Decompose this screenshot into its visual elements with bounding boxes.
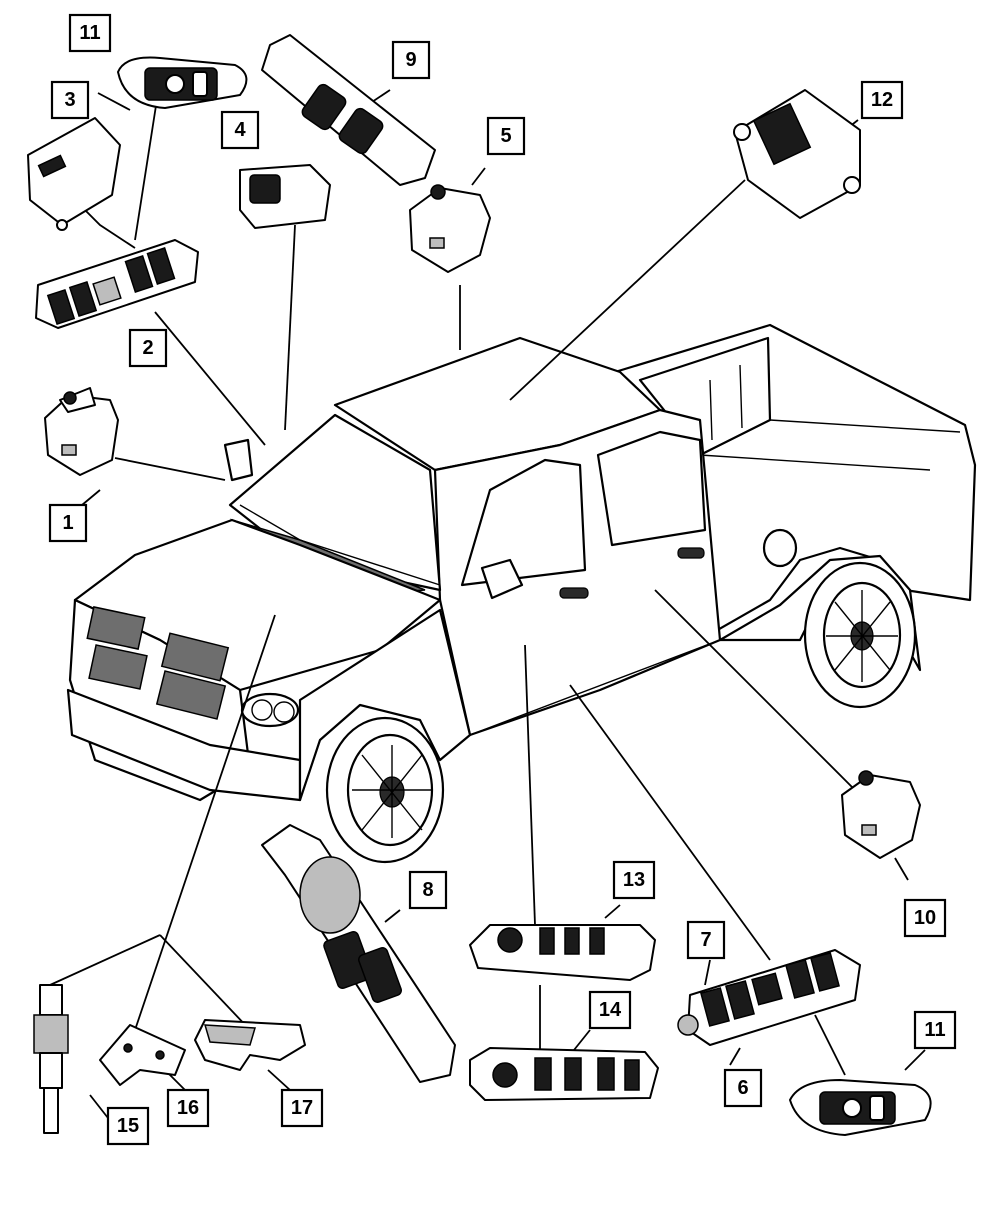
callout-11-bottom: 11	[913, 1010, 957, 1050]
callout-7: 7	[686, 920, 726, 960]
callout-9: 9	[391, 40, 431, 80]
callout-13: 13	[612, 860, 656, 900]
part-11-bottom-bezel	[789, 1079, 932, 1136]
callout-5-label: 5	[500, 125, 511, 147]
part-10-mirror-switch	[841, 770, 921, 859]
callout-17-label: 17	[291, 1097, 313, 1119]
callout-11-top-label: 11	[79, 22, 100, 44]
callout-1: 1	[48, 503, 88, 543]
part-8-door-bezel	[261, 824, 456, 1083]
part-1-mirror-switch	[44, 387, 119, 476]
part-2-master-window-switch	[35, 239, 199, 329]
part-5-mirror-switch	[409, 184, 491, 273]
callout-10-label: 10	[914, 907, 936, 929]
part-15-plunger-switch	[33, 984, 69, 1134]
callout-1-label: 1	[62, 512, 73, 534]
part-13-switch-panel	[469, 924, 656, 981]
callout-14: 14	[588, 990, 632, 1030]
callout-10: 10	[903, 898, 947, 938]
part-4-switch-module	[239, 164, 331, 229]
callout-2: 2	[128, 328, 168, 368]
callout-11-bottom-label: 11	[924, 1019, 945, 1041]
callout-2-label: 2	[142, 337, 153, 359]
callout-3: 3	[50, 80, 90, 120]
callout-16: 16	[166, 1088, 210, 1128]
callout-15-label: 15	[117, 1115, 139, 1137]
callout-12-label: 12	[871, 89, 893, 111]
pickup-truck	[66, 323, 977, 864]
callout-15: 15	[106, 1106, 150, 1146]
part-14-switch-panel	[469, 1047, 659, 1101]
callout-17: 17	[280, 1088, 324, 1128]
callout-4: 4	[220, 110, 260, 150]
part-6-7-master-switch	[677, 949, 861, 1046]
callout-8-label: 8	[422, 879, 433, 901]
callout-13-label: 13	[623, 869, 645, 891]
callout-9-label: 9	[405, 49, 416, 71]
part-9-switch-bezel	[261, 34, 436, 186]
callout-6: 6	[723, 1068, 763, 1108]
part-11-top-bezel	[117, 56, 248, 109]
callout-12: 12	[860, 80, 904, 120]
callout-5: 5	[486, 116, 526, 156]
callout-4-label: 4	[234, 119, 246, 141]
part-12-switch-module	[733, 89, 861, 219]
part-16-bracket	[99, 1024, 186, 1086]
callout-14-label: 14	[599, 999, 622, 1021]
callout-6-label: 6	[737, 1077, 748, 1099]
callout-8: 8	[408, 870, 448, 910]
callout-3-label: 3	[64, 89, 75, 111]
callout-11-top: 11	[68, 13, 112, 53]
part-17-bracket	[194, 1019, 306, 1071]
callout-16-label: 16	[177, 1097, 199, 1119]
callout-7-label: 7	[700, 929, 711, 951]
part-3-lock-switch	[27, 117, 121, 231]
